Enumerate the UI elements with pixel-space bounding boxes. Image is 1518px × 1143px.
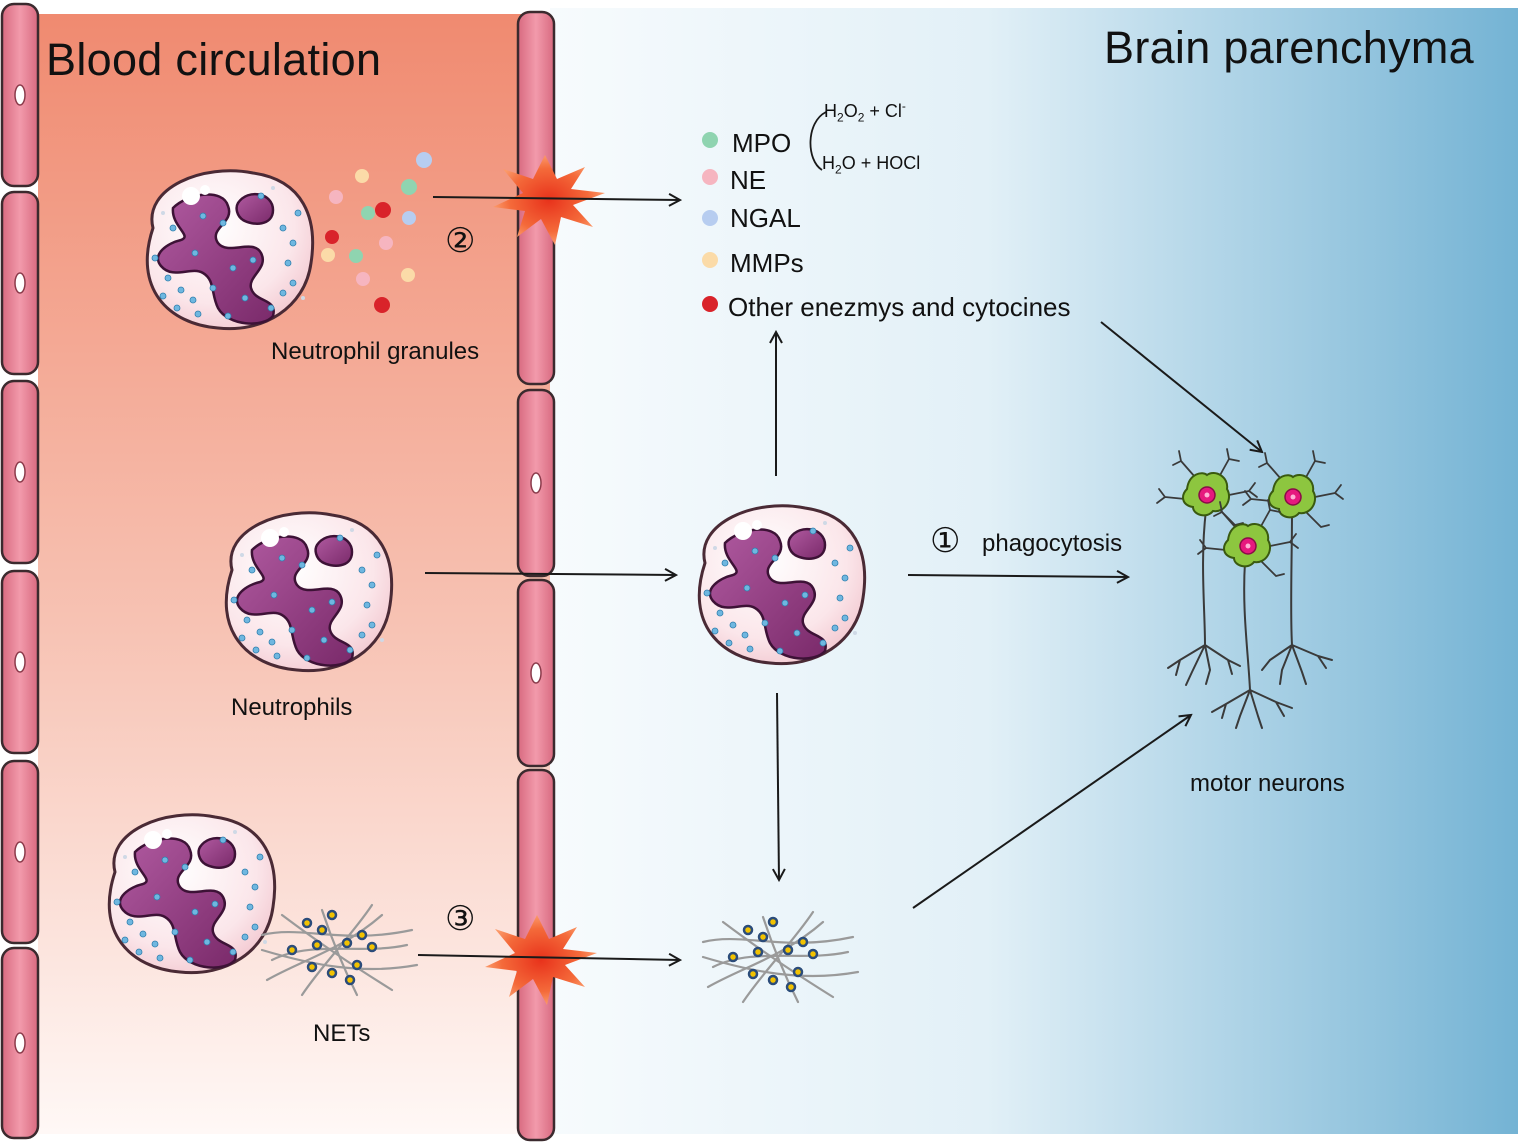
legend-label-mpo: MPO: [732, 128, 792, 158]
legend-dot-ne: [702, 169, 718, 185]
middle-vessel-segment: [516, 388, 556, 578]
arrows: [417, 197, 1262, 960]
legend-dot-other: [702, 296, 718, 312]
legend-dots: [702, 132, 718, 312]
neutrophil-granules-label: Neutrophil granules: [271, 338, 480, 365]
left-vessel-wall: [0, 2, 40, 1140]
infiltrated-neutrophil: [697, 504, 867, 666]
step-three-marker: ③: [445, 900, 476, 938]
reaction-products: H2O + HOCl: [822, 153, 921, 177]
reaction-bracket: [809, 111, 827, 171]
left-vessel-segment: [0, 569, 40, 755]
legend-label-other: Other enezmys and cytocines: [728, 292, 1071, 322]
phagocytosis-label: phagocytosis: [982, 530, 1123, 557]
net-forming-neutrophil: [107, 813, 277, 975]
left-vessel-segment: [0, 759, 40, 945]
legend-label-mmps: MMPs: [730, 248, 804, 278]
legend-label-ne: NE: [730, 165, 767, 195]
arrow-mediators-to-neurons: [1100, 321, 1262, 452]
reaction-reactants: H2O2 + Cl-: [824, 99, 906, 125]
legend-label-ngal: NGAL: [730, 203, 801, 233]
left-vessel-segment: [0, 2, 40, 188]
left-vessel-segment: [0, 190, 40, 376]
arrow-phagocytosis: [907, 575, 1128, 577]
arrow-neutrophil-migration: [424, 573, 676, 575]
released-granules: [321, 152, 432, 313]
step-two-marker: ②: [445, 222, 476, 260]
neutrophils-label: Neutrophils: [231, 694, 353, 721]
granule-releasing-neutrophil: [145, 169, 315, 331]
brain-parenchyma-region: [550, 8, 1518, 1134]
arrow-granules-to-brain: [432, 197, 680, 200]
motor-neurons-label: motor neurons: [1190, 770, 1345, 797]
step-one-marker: ①: [930, 522, 961, 560]
legend-dot-ngal: [702, 210, 718, 226]
motor-neurons-illustration: [1156, 448, 1344, 729]
legend-dot-mmps: [702, 252, 718, 268]
middle-vessel-segment: [516, 578, 556, 768]
legend-dot-mpo: [702, 132, 718, 148]
arrow-nets-to-neurons: [912, 715, 1191, 909]
arrow-nets-to-brain: [417, 955, 680, 960]
brain-parenchyma-title: Brain parenchyma: [1104, 22, 1474, 73]
left-vessel-segment: [0, 946, 40, 1140]
left-vessel-segment: [0, 379, 40, 565]
circulating-neutrophil: [224, 511, 394, 673]
blood-circulation-title: Blood circulation: [46, 34, 382, 85]
arrow-neutrophil-to-nets: [777, 692, 779, 880]
nets-label: NETs: [313, 1020, 371, 1047]
